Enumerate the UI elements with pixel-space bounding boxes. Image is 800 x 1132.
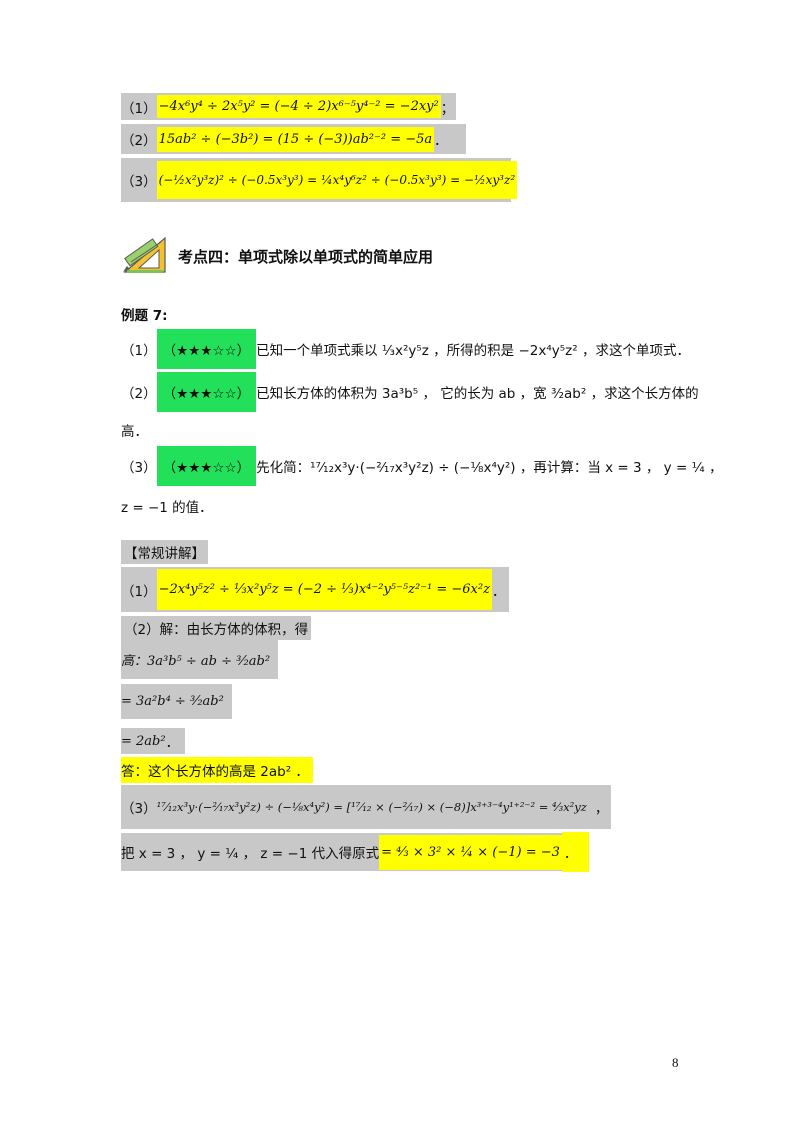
problem-1-stars: （★★★☆☆） xyxy=(156,329,257,369)
solution-3-substitute: 把 x = 3 ， y = ¼ ， z = −1 代入得原式 = ⁴⁄₃ × 3… xyxy=(121,832,590,872)
problem-3-text: 先化简：¹⁷⁄₁₂x³y·(−²⁄₁₇x³y²z) ÷ (−⅛x⁴y²) ，再计… xyxy=(256,460,723,476)
page-number: 8 xyxy=(672,1055,679,1070)
solution-1-tail: ． xyxy=(491,583,506,600)
problem-1-num: （1） xyxy=(121,343,157,359)
review-tail-2: ． xyxy=(434,133,448,149)
review-row-2: （2） 15ab² ÷ (−3b²) = (15 ÷ (−3))ab²⁻² = … xyxy=(121,124,466,154)
problem-2-text: 已知长方体的体积为 3a³b⁵ ， 它的长为 ab ，宽 ³⁄₂ab² ，求这个… xyxy=(256,386,699,402)
solution-title: 【常规讲解】 xyxy=(121,540,208,564)
problem-1: （1） （★★★☆☆） 已知一个单项式乘以 ⅓x²y⁵z ，所得的积是 −2x⁴… xyxy=(121,329,690,369)
solution-1: （1） −2x⁴y⁵z² ÷ ⅓x²y⁵z = (−2 ÷ ⅓)x⁴⁻²y⁵⁻⁵… xyxy=(121,567,510,612)
problem-1-text: 已知一个单项式乘以 ⅓x²y⁵z ，所得的积是 −2x⁴y⁵z² ，求这个单项式… xyxy=(256,343,690,359)
review-label-3: （3） xyxy=(121,174,157,190)
solution-3-result-tail: ． xyxy=(561,832,590,872)
solution-3-sub-text: 把 x = 3 ， y = ¼ ， z = −1 代入得原式 xyxy=(121,846,380,862)
problem-3-stars: （★★★☆☆） xyxy=(156,446,257,486)
section-icon xyxy=(121,234,169,274)
solution-3-expr: ¹⁷⁄₁₂x³y·(−²⁄₁₇x³y²z) ÷ (−⅛x⁴y²) = [¹⁷⁄₁… xyxy=(156,800,587,814)
ruler-triangle-pencil-icon xyxy=(123,236,166,273)
solution-3-label: （3） xyxy=(121,801,157,817)
solution-2-step-2: = 3a²b⁴ ÷ ³⁄₂ab² xyxy=(121,684,232,719)
review-expr-2: 15ab² ÷ (−3b²) = (15 ÷ (−3))ab²⁻² = −5a xyxy=(156,126,435,152)
solution-3-result: = ⁴⁄₃ × 3² × ¼ × (−1) = −3 xyxy=(379,834,562,870)
section-title: 考点四：单项式除以单项式的简单应用 xyxy=(178,248,434,266)
problem-3: （3） （★★★☆☆） 先化简：¹⁷⁄₁₂x³y·(−²⁄₁₇x³y²z) ÷ … xyxy=(121,446,723,486)
review-label-1: （1） xyxy=(121,100,157,117)
solution-1-expr: −2x⁴y⁵z² ÷ ⅓x²y⁵z = (−2 ÷ ⅓)x⁴⁻²y⁵⁻⁵z²⁻¹… xyxy=(156,569,492,610)
review-row-1: （1） −4x⁶y⁴ ÷ 2x⁵y² = (−4 ÷ 2)x⁶⁻⁵y⁴⁻² = … xyxy=(121,93,457,120)
problem-3-num: （3） xyxy=(121,460,157,476)
review-expr-3: (−½x²y³z)² ÷ (−0.5x³y³) = ¼x⁴y⁶z² ÷ (−0.… xyxy=(156,161,518,199)
solution-2-intro: （2）解：由长方体的体积，得 xyxy=(121,616,312,640)
review-row-3: （3） (−½x²y³z)² ÷ (−0.5x³y³) = ¼x⁴y⁶z² ÷ … xyxy=(121,158,518,202)
solution-3: （3） ¹⁷⁄₁₂x³y·(−²⁄₁₇x³y²z) ÷ (−⅛x⁴y²) = [… xyxy=(121,785,611,829)
solution-2-answer: 答：这个长方体的高是 2ab² ． xyxy=(121,757,313,783)
problem-2-num: （2） xyxy=(121,386,157,402)
solution-2-step-1: 高：3a³b⁵ ÷ ab ÷ ³⁄₂ab² xyxy=(121,640,279,679)
review-label-2: （2） xyxy=(121,133,157,149)
review-expr-1: −4x⁶y⁴ ÷ 2x⁵y² = (−4 ÷ 2)x⁶⁻⁵y⁴⁻² = −2xy… xyxy=(156,95,441,118)
solution-2-step-3: = 2ab² ． xyxy=(121,728,186,754)
review-tail-1: ； xyxy=(440,100,455,117)
problem-2: （2） （★★★☆☆） 已知长方体的体积为 3a³b⁵ ， 它的长为 ab ，宽… xyxy=(121,372,699,412)
example-title: 例题 7: xyxy=(121,308,168,324)
problem-2-text-cont: 高． xyxy=(121,424,148,440)
solution-3-tail: ， xyxy=(594,801,609,817)
solution-2-step-3-expr: = 2ab² xyxy=(121,733,166,749)
problem-3-text-cont: z = −1 的值． xyxy=(121,500,213,516)
solution-1-label: （1） xyxy=(121,583,157,600)
problem-2-stars: （★★★☆☆） xyxy=(156,372,257,412)
solution-2-step-3-tail: ． xyxy=(165,735,180,751)
